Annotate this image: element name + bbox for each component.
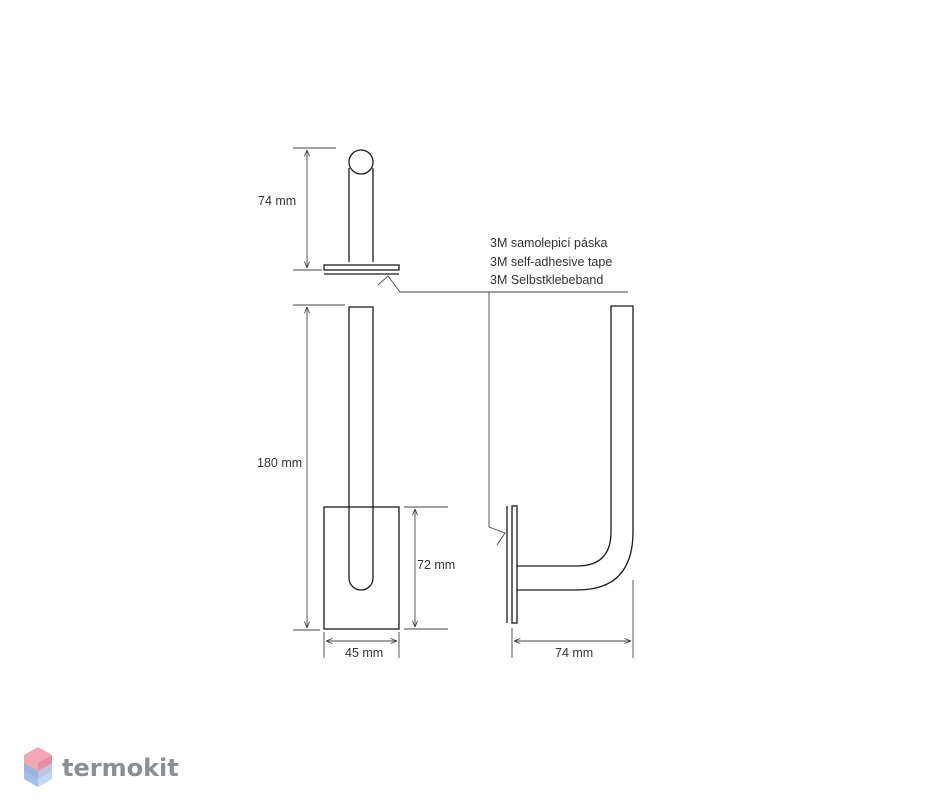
top-view-base-plate <box>323 264 400 271</box>
front-height-label: 180 mm <box>257 456 302 470</box>
top-view <box>323 149 400 275</box>
depth-dimension <box>511 580 634 658</box>
side-view <box>506 305 634 624</box>
tape-note-czech: 3M samolepicí páska <box>490 236 607 250</box>
front-view <box>323 306 400 630</box>
tape-note-english: 3M self-adhesive tape <box>490 255 612 269</box>
depth-label: 74 mm <box>555 646 593 660</box>
front-view-rod <box>348 306 374 591</box>
top-view-rod-end <box>348 149 374 175</box>
logo-wordmark: termokit <box>62 754 179 782</box>
plate-height-label: 72 mm <box>417 558 455 572</box>
front-height-dimension <box>293 304 345 631</box>
top-height-dimension <box>293 147 336 271</box>
termokit-logo: termokit <box>24 747 179 787</box>
plate-width-dimension <box>323 632 400 658</box>
tape-leader-line <box>377 275 628 546</box>
side-view-arm <box>517 305 634 591</box>
tape-note-german: 3M Selbstklebeband <box>490 273 603 287</box>
plate-height-dimension <box>404 506 448 630</box>
plate-width-label: 45 mm <box>345 646 383 660</box>
side-view-wall-plate <box>511 505 518 624</box>
top-height-label: 74 mm <box>258 194 296 208</box>
front-view-wall-plate <box>323 506 400 630</box>
